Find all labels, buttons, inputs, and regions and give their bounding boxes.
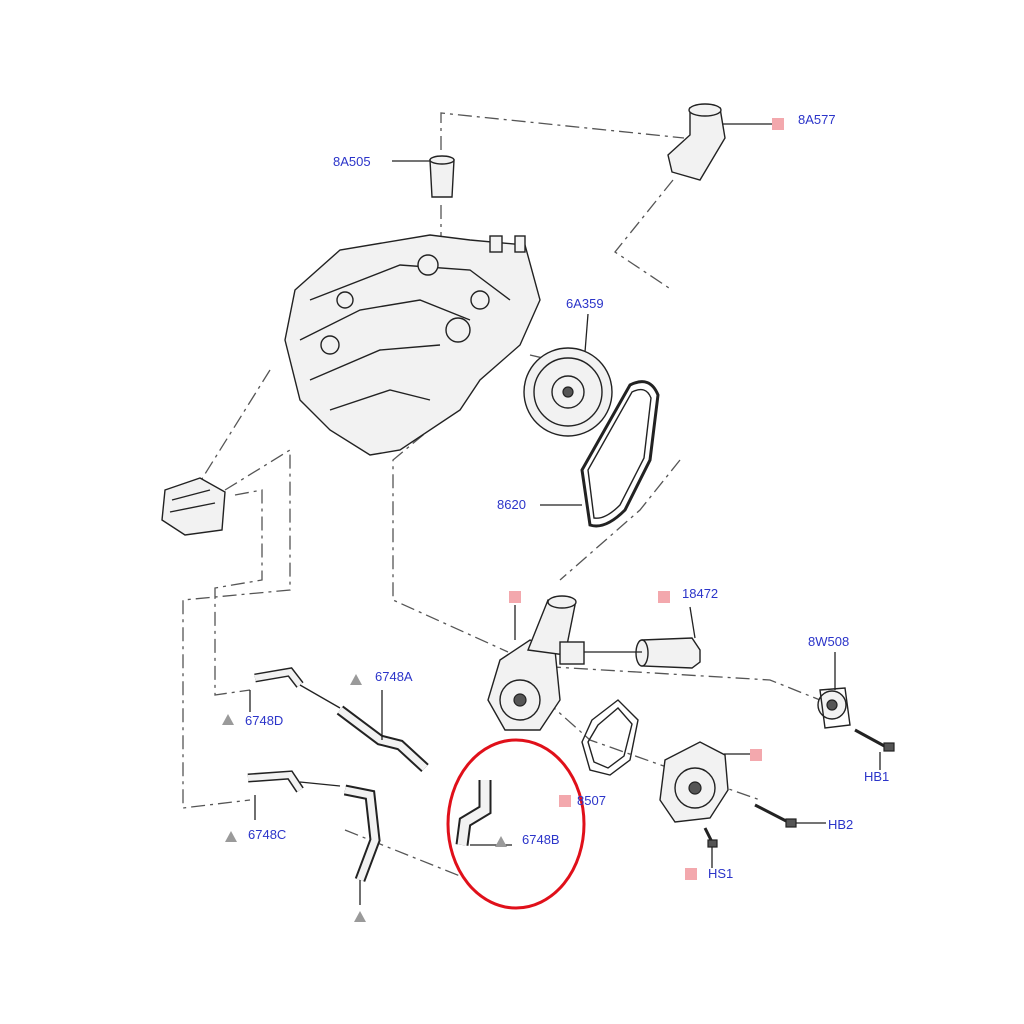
new-part-square-icon bbox=[685, 868, 697, 880]
label-HB1: HB1 bbox=[864, 769, 890, 784]
note-triangle-icon bbox=[495, 836, 507, 847]
part-8W508 bbox=[817, 652, 851, 729]
part-8507 bbox=[581, 699, 639, 776]
engine-block bbox=[284, 234, 541, 456]
label-8A505: 8A505 bbox=[333, 154, 371, 169]
new-part-square-icon bbox=[658, 591, 670, 603]
note-triangle-icon bbox=[225, 831, 237, 842]
part-6748D bbox=[249, 667, 341, 712]
part-6A359 bbox=[523, 313, 613, 437]
label-8620: 8620 bbox=[497, 497, 526, 512]
water-pump bbox=[659, 741, 750, 823]
new-part-square-icon bbox=[559, 795, 571, 807]
part-8A505 bbox=[392, 155, 455, 198]
new-part-square-icon bbox=[772, 118, 784, 130]
part-6748A bbox=[336, 690, 429, 773]
lower-hose bbox=[343, 784, 381, 905]
new-part-square-icon bbox=[750, 749, 762, 761]
part-HB2 bbox=[754, 803, 826, 828]
label-6A359: 6A359 bbox=[566, 296, 604, 311]
part-HB1 bbox=[854, 728, 895, 770]
part-6748C bbox=[247, 770, 341, 820]
part-18472 bbox=[584, 606, 701, 669]
note-triangle-icon bbox=[350, 674, 362, 685]
part-8620 bbox=[540, 380, 660, 528]
assembly-dashed-lines bbox=[182, 112, 821, 879]
label-18472: 18472 bbox=[682, 586, 719, 601]
label-HS1: HS1 bbox=[708, 866, 734, 881]
label-HB2: HB2 bbox=[828, 817, 854, 832]
label-8W508: 8W508 bbox=[808, 634, 850, 649]
label-6748C: 6748C bbox=[248, 827, 287, 842]
label-8507: 8507 bbox=[577, 793, 606, 808]
label-6748D: 6748D bbox=[245, 713, 284, 728]
label-8A577: 8A577 bbox=[798, 112, 836, 127]
note-triangle-icon bbox=[354, 911, 366, 922]
new-part-square-icon bbox=[509, 591, 521, 603]
label-6748B: 6748B bbox=[522, 832, 560, 847]
pump-housing-assembly bbox=[487, 595, 585, 731]
note-triangle-icon bbox=[222, 714, 234, 725]
label-6748A: 6748A bbox=[375, 669, 413, 684]
highlight-circle bbox=[446, 738, 586, 910]
part-8A577 bbox=[667, 103, 772, 181]
bracket-part bbox=[161, 477, 226, 536]
part-HS1 bbox=[703, 827, 718, 868]
